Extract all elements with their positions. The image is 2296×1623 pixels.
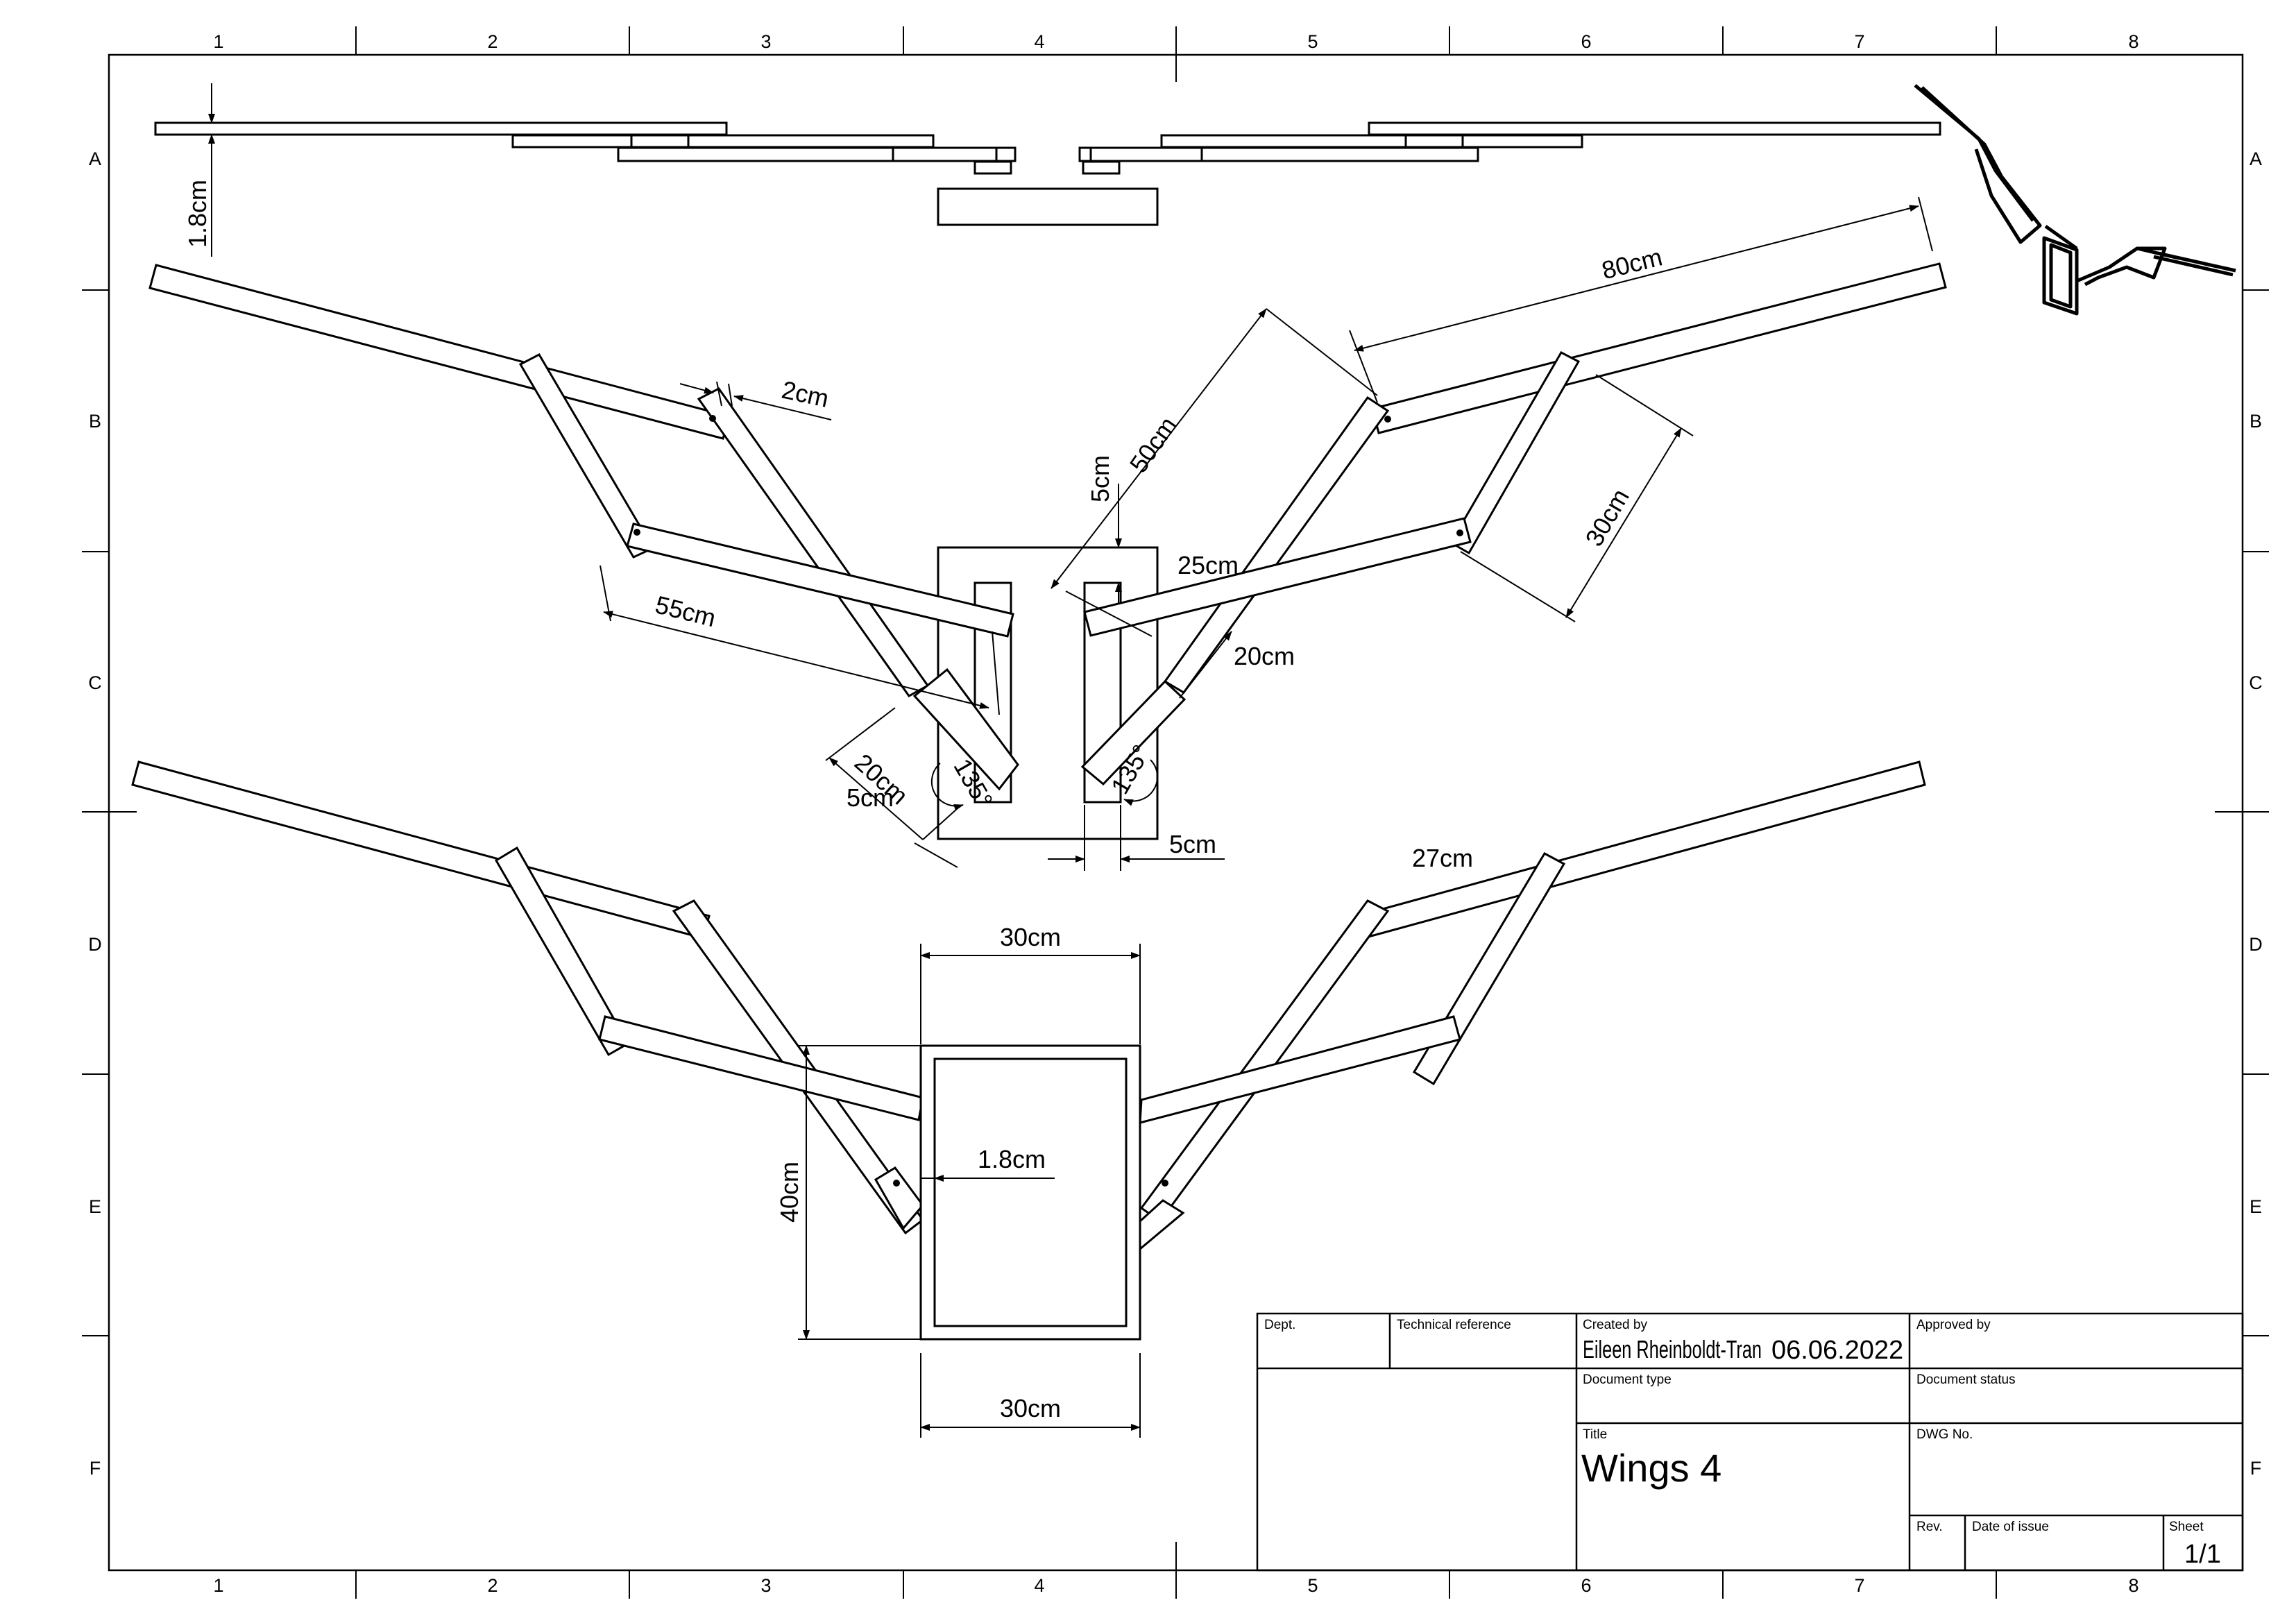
bottom-view-pivots <box>893 1180 1168 1187</box>
bottom-view-dimension-lines <box>798 944 1141 1438</box>
tb-tech-ref-label: Technical reference <box>1397 1318 1511 1332</box>
col-label: 3 <box>760 1575 771 1596</box>
isometric-preview <box>1914 84 2236 316</box>
row-label: B <box>2250 411 2262 432</box>
row-label: E <box>2250 1196 2262 1217</box>
tb-document-type-label: Document type <box>1583 1373 1672 1387</box>
col-label: 4 <box>1034 31 1044 52</box>
row-label: A <box>89 148 101 169</box>
front-view <box>148 262 1947 840</box>
row-label: B <box>89 411 101 432</box>
col-label: 2 <box>487 31 498 52</box>
tb-document-status-label: Document status <box>1916 1373 2016 1387</box>
row-label: D <box>2249 934 2263 955</box>
row-label: C <box>88 672 102 693</box>
dim-body-wall: 1.8cm <box>978 1145 1046 1173</box>
tb-rev-label: Rev. <box>1916 1520 1943 1534</box>
dim-body-width-top: 30cm <box>1000 923 1061 951</box>
dim-bracket-offset: 2cm <box>779 375 831 413</box>
dim-top-thickness: 1.8cm <box>183 180 212 248</box>
col-label: 6 <box>1581 31 1591 52</box>
grid-ticks <box>82 26 2269 1599</box>
dim-span-20-right: 20cm <box>1234 642 1295 670</box>
tb-title-label: Title <box>1583 1427 1607 1442</box>
grid-row-labels-left: A B C D E F <box>88 148 102 1479</box>
dim-body-width-bottom: 30cm <box>1000 1394 1061 1422</box>
title-block <box>1256 1312 2244 1572</box>
col-label: 8 <box>2128 1575 2138 1596</box>
col-label: 3 <box>760 31 771 52</box>
row-label: D <box>88 934 102 955</box>
title-block-text: Dept. Technical reference Created by Eil… <box>1264 1318 2221 1569</box>
tb-dwg-no-label: DWG No. <box>1916 1427 1973 1442</box>
row-label: E <box>89 1196 101 1217</box>
col-label: 8 <box>2128 31 2138 52</box>
dim-wing-length: 80cm <box>1599 242 1665 284</box>
tb-date-of-issue-label: Date of issue <box>1972 1520 2049 1534</box>
dim-span-25: 25cm <box>1177 551 1239 579</box>
dim-strut-5: 5cm <box>1086 455 1114 502</box>
row-label: F <box>90 1458 101 1479</box>
dim-body-height: 40cm <box>775 1162 803 1223</box>
dim-strut-50: 50cm <box>1124 411 1182 478</box>
dim-slot-5: 5cm <box>1169 830 1216 858</box>
col-label: 2 <box>487 1575 498 1596</box>
grid-row-labels-right: A B C D E F <box>2249 148 2263 1479</box>
col-label: 5 <box>1307 1575 1318 1596</box>
row-label: F <box>2250 1458 2262 1479</box>
row-label: A <box>2250 148 2262 169</box>
col-label: 4 <box>1034 1575 1044 1596</box>
grid-column-labels-top: 1 2 3 4 5 6 7 8 <box>213 31 2138 52</box>
tb-approved-by-label: Approved by <box>1916 1318 1991 1332</box>
tb-sheet-value: 1/1 <box>2184 1540 2221 1569</box>
dim-span-27: 27cm <box>1412 844 1473 872</box>
bottom-view <box>131 760 1926 1341</box>
front-view-pivots <box>633 415 1463 536</box>
col-label: 7 <box>1854 31 1864 52</box>
col-label: 6 <box>1581 1575 1591 1596</box>
front-view-dimension-lines <box>599 196 1933 871</box>
tb-created-by-label: Created by <box>1583 1318 1647 1332</box>
tb-created-by-value: Eileen Rheinboldt-Tran <box>1583 1335 1762 1363</box>
row-label: C <box>2249 672 2263 693</box>
top-view <box>154 121 1941 226</box>
tb-sheet-label: Sheet <box>2169 1520 2204 1534</box>
tb-created-date: 06.06.2022 <box>1771 1336 1903 1365</box>
col-label: 1 <box>213 1575 223 1596</box>
col-label: 5 <box>1307 31 1318 52</box>
col-label: 1 <box>213 31 223 52</box>
dim-offset-5-left: 5cm <box>847 783 894 812</box>
col-label: 7 <box>1854 1575 1864 1596</box>
grid-column-labels-bottom: 1 2 3 4 5 6 7 8 <box>213 1575 2138 1596</box>
tb-dept-label: Dept. <box>1264 1318 1295 1332</box>
tb-title-value: Wings 4 <box>1581 1446 1721 1490</box>
